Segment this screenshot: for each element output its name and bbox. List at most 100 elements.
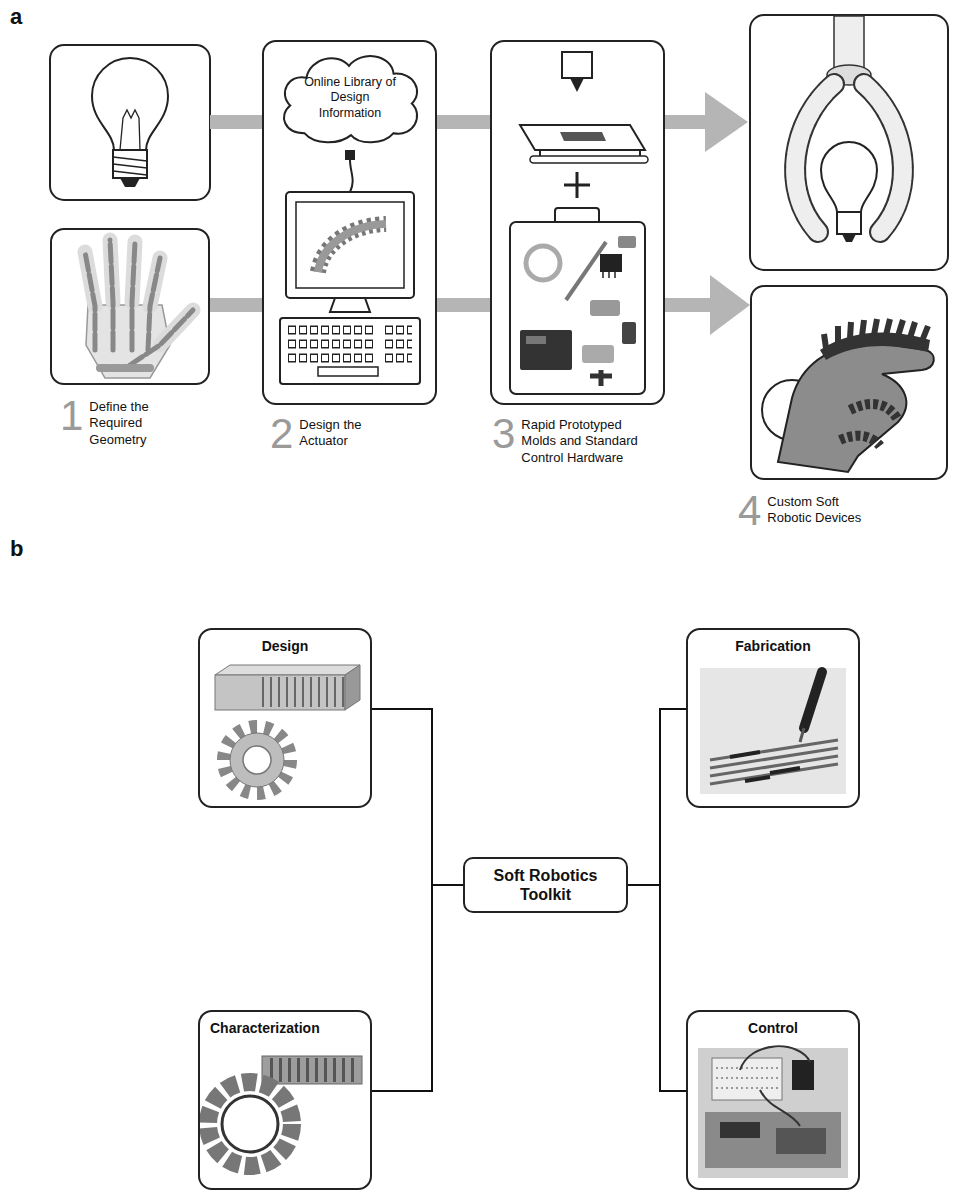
actuator-model [215, 675, 345, 710]
panel-letter: b [10, 536, 23, 562]
section-heading: Control [688, 1012, 858, 1037]
connector-line [372, 885, 463, 1091]
glove-illustration [762, 319, 934, 472]
actuator-model [215, 665, 360, 793]
step-number: 4 [738, 490, 761, 532]
gripper-panel [821, 142, 877, 212]
step-number: 2 [270, 413, 293, 455]
toolkit-case [510, 222, 645, 394]
control-photo [740, 1046, 810, 1126]
connector-line [372, 709, 463, 885]
gripper-panel [750, 15, 948, 270]
fabrication-photo [700, 668, 846, 794]
bulb-panel [92, 58, 168, 150]
step-caption: 2Design the Actuator [270, 413, 377, 455]
computer-icon [288, 330, 412, 358]
hand-skeleton [100, 364, 150, 372]
step-caption: 1Define the Required Geometry [60, 395, 165, 448]
computer-icon [318, 367, 378, 376]
toolkit-case [520, 330, 572, 370]
toolkit-section-box: Characterization [198, 1010, 372, 1190]
hand-skeleton [85, 252, 95, 350]
hub-label: Soft Robotics Toolkit [484, 866, 608, 904]
characterization-art [208, 1082, 292, 1166]
bulb-panel [120, 110, 140, 150]
cloud-outline [284, 56, 417, 142]
hand-skeleton [148, 258, 160, 350]
actuator-model [230, 733, 284, 787]
printer-icon [570, 78, 584, 92]
computer-icon [280, 150, 420, 384]
computer-icon [385, 330, 412, 358]
actuator-model [345, 665, 360, 710]
section-heading: Characterization [200, 1012, 370, 1037]
section-heading: Design [200, 630, 370, 655]
printer-icon [520, 125, 645, 150]
gripper-panel [795, 84, 834, 232]
toolkit-case [622, 322, 636, 344]
bulb-panel [113, 150, 147, 178]
control-photo [698, 1048, 848, 1178]
step-caption-text: Design the Actuator [299, 417, 377, 450]
control-photo [716, 1068, 778, 1088]
printer-icon [520, 52, 648, 163]
step-number: 1 [60, 395, 83, 437]
toolkit-case [590, 300, 620, 316]
bulb-panel [113, 157, 147, 175]
hub-box: Soft Robotics Toolkit [463, 857, 628, 913]
printer-icon [560, 132, 606, 141]
printer-icon [562, 52, 592, 78]
toolkit-case [526, 336, 546, 344]
characterization-art [208, 1056, 362, 1166]
computer-icon [385, 330, 412, 358]
connector-line [628, 885, 686, 1091]
bulb-panel [50, 45, 210, 200]
gripper-panel [795, 84, 903, 232]
step-caption-text: Define the Required Geometry [89, 399, 165, 448]
cloud-label: Online Library of Design Information [298, 75, 402, 122]
connector-line [628, 709, 686, 885]
control-photo [776, 1128, 826, 1154]
gripper-panel [842, 234, 856, 242]
computer-icon [280, 318, 420, 384]
hand-skeleton [85, 240, 193, 378]
step-box: 1Define the Required Geometry [50, 228, 210, 385]
computer-icon [318, 224, 386, 272]
control-photo [792, 1060, 814, 1090]
fabrication-photo [710, 740, 838, 784]
fabrication-photo [800, 728, 804, 742]
actuator-model [243, 746, 271, 774]
computer-icon [318, 224, 386, 272]
printer-icon [530, 156, 648, 163]
toolkit-section-box: Design [198, 628, 372, 808]
step-box: Online Library of Design Information2Des… [262, 40, 437, 405]
computer-icon [288, 330, 376, 358]
plus-sign [564, 172, 590, 198]
process-bar [437, 298, 490, 312]
computer-icon [288, 330, 376, 358]
characterization-art [222, 1096, 278, 1152]
hand-skeleton [132, 242, 135, 350]
glove-illustration [840, 436, 880, 446]
bulb-panel [50, 45, 210, 200]
toolkit-case [510, 208, 645, 394]
actuator-model [262, 677, 345, 707]
step-caption-text: Custom Soft Robotic Devices [767, 494, 871, 527]
toolkit-case [590, 370, 612, 386]
hand-skeleton [110, 240, 113, 350]
plus-sign [564, 172, 590, 198]
toolkit-section-box: Fabrication [686, 628, 860, 808]
computer-icon [296, 202, 404, 288]
gripper-panel [837, 212, 861, 234]
characterization-art [262, 1056, 362, 1084]
step-caption: 4Custom Soft Robotic Devices [738, 490, 871, 532]
panel-letter: a [10, 4, 22, 30]
process-bar [210, 115, 262, 129]
toolkit-case [526, 246, 560, 280]
toolkit-case [600, 254, 622, 272]
gripper-panel [864, 84, 903, 232]
step-box: 4Custom Soft Robotic Devices [750, 285, 948, 480]
